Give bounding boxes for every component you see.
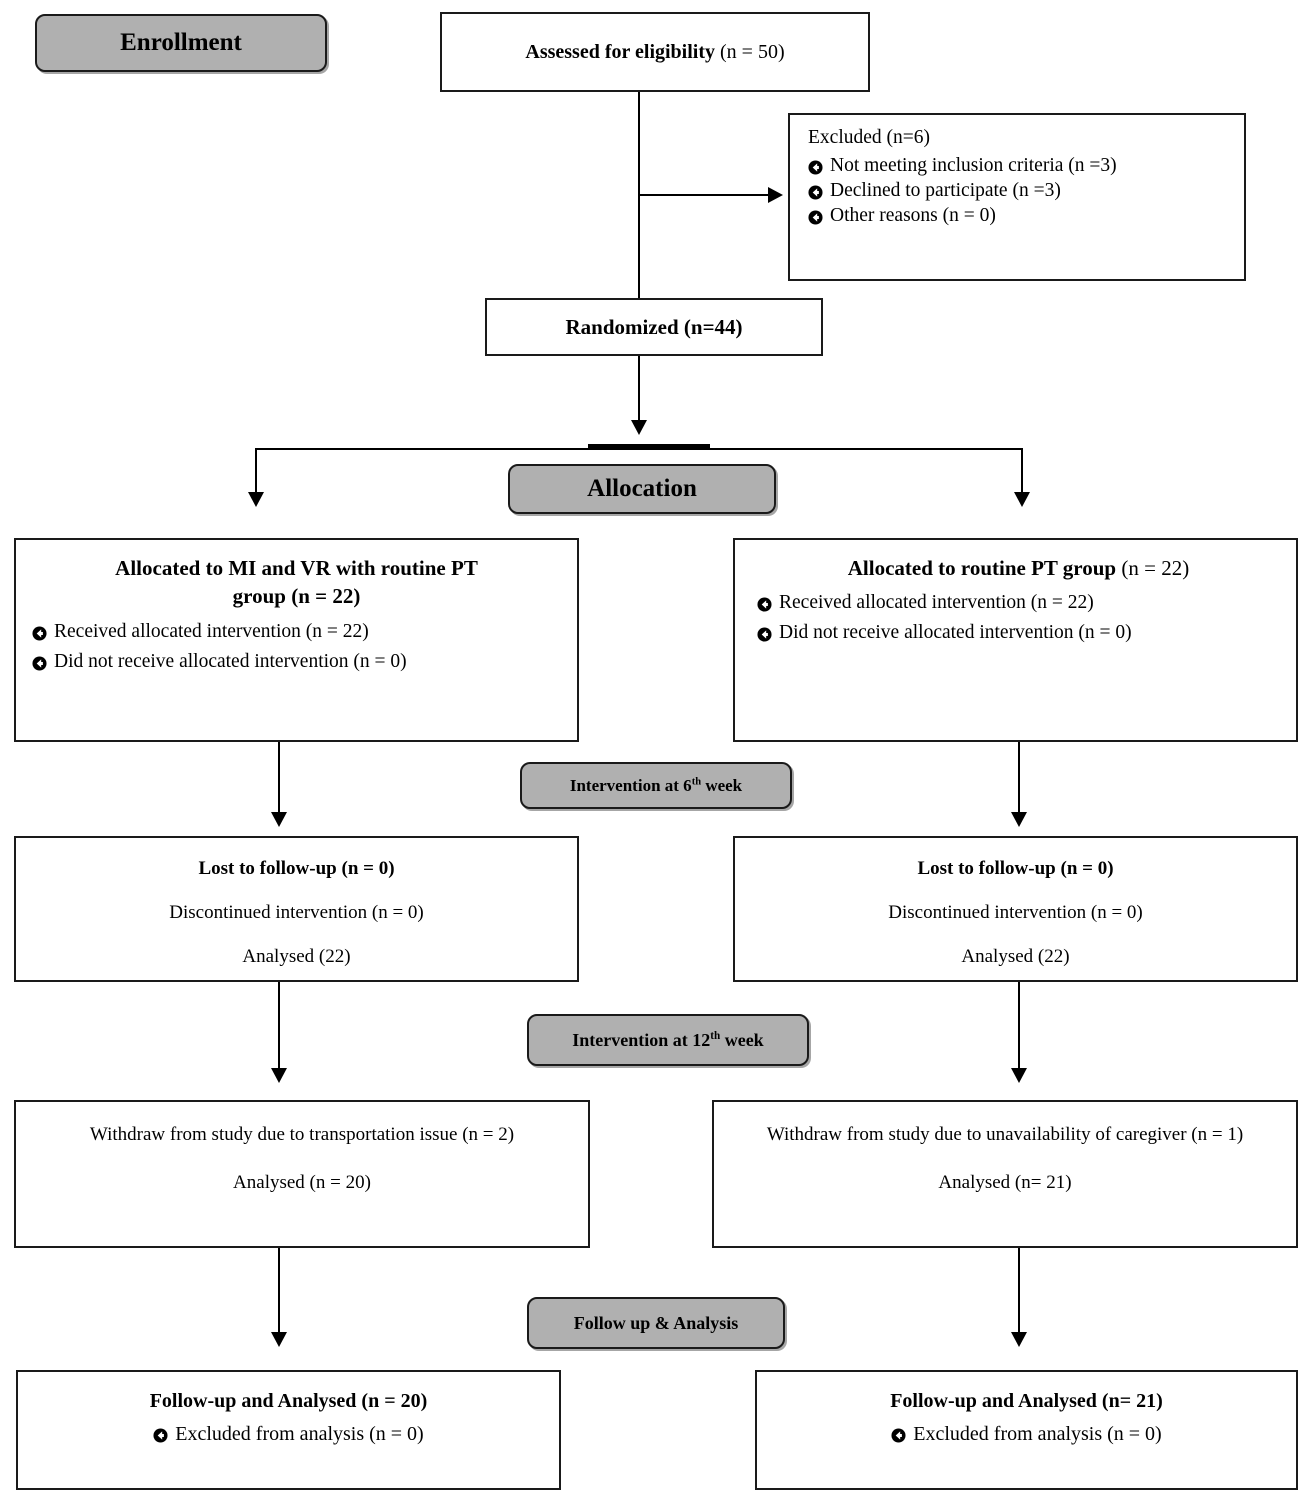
stage-badge-allocation-label: Allocation bbox=[587, 475, 697, 502]
box-lost-followup-right: Lost to follow-up (n = 0) Discontinued i… bbox=[733, 836, 1298, 982]
connector-right-lost-to-withdraw bbox=[1018, 982, 1020, 1074]
final-left-item-label: Excluded from analysis (n = 0) bbox=[175, 1423, 424, 1445]
stage-badge-intervention-12th-week-label: Intervention at 12th week bbox=[572, 1029, 764, 1050]
excluded-item-label: Declined to participate (n =3) bbox=[830, 180, 1061, 201]
allocated-right-item-label: Received allocated intervention (n = 22) bbox=[779, 592, 1094, 614]
lost-left-line: Discontinued intervention (n = 0) bbox=[169, 902, 424, 923]
circle-left-arrow-icon bbox=[32, 626, 47, 641]
randomized-label: Randomized (n=44) bbox=[565, 314, 743, 339]
stage-badge-followup-analysis-label: Follow up & Analysis bbox=[573, 1312, 739, 1333]
circle-left-arrow-icon bbox=[757, 597, 772, 612]
box-allocated-right: Allocated to routine PT group (n = 22) R… bbox=[733, 538, 1298, 742]
lost-right-line: Analysed (22) bbox=[961, 946, 1070, 967]
stage-badge-enrollment: Enrollment bbox=[35, 14, 327, 72]
connector-to-excluded bbox=[638, 194, 770, 196]
arrow-left-alloc-down-icon bbox=[271, 812, 287, 827]
circle-left-arrow-icon bbox=[153, 1428, 168, 1443]
lost-left-heading: Lost to follow-up (n = 0) bbox=[198, 858, 395, 879]
box-allocated-left: Allocated to MI and VR with routine PT g… bbox=[14, 538, 579, 742]
final-left-heading: Follow-up and Analysed (n = 20) bbox=[149, 1390, 428, 1412]
connector-right-withdraw-to-final bbox=[1018, 1248, 1020, 1338]
box-assessed-for-eligibility: Assessed for eligibility (n = 50) bbox=[440, 12, 870, 92]
box-lost-followup-left: Lost to follow-up (n = 0) Discontinued i… bbox=[14, 836, 579, 982]
box-withdraw-right: Withdraw from study due to unavailabilit… bbox=[712, 1100, 1298, 1248]
lost-right-line: Discontinued intervention (n = 0) bbox=[888, 902, 1143, 923]
assessed-normal-text: (n = 50) bbox=[715, 40, 785, 63]
circle-left-arrow-icon bbox=[757, 627, 772, 642]
circle-left-arrow-icon bbox=[32, 656, 47, 671]
arrow-to-excluded-icon bbox=[768, 187, 783, 203]
connector-left-lost-to-withdraw bbox=[278, 982, 280, 1074]
box-excluded: Excluded (n=6) Not meeting inclusion cri… bbox=[788, 113, 1246, 281]
excluded-item: Declined to participate (n =3) bbox=[808, 180, 1234, 202]
excluded-item-label: Other reasons (n = 0) bbox=[830, 205, 996, 226]
final-right-heading: Follow-up and Analysed (n= 21) bbox=[890, 1390, 1163, 1412]
stage-badge-allocation: Allocation bbox=[508, 464, 776, 514]
box-withdraw-left: Withdraw from study due to transportatio… bbox=[14, 1100, 590, 1248]
arrow-allocation-left-icon bbox=[248, 492, 264, 507]
arrow-randomized-down-icon bbox=[631, 420, 647, 435]
stage-badge-intervention-6th-week: Intervention at 6th week bbox=[520, 762, 792, 809]
allocated-left-item: Received allocated intervention (n = 22) bbox=[32, 621, 561, 643]
excluded-item-label: Not meeting inclusion criteria (n =3) bbox=[830, 155, 1117, 176]
connector-right-alloc-to-lost bbox=[1018, 742, 1020, 820]
assessed-bold-text: Assessed for eligibility bbox=[525, 40, 716, 63]
stage-badge-followup-analysis: Follow up & Analysis bbox=[527, 1297, 785, 1349]
withdraw-right-line: Analysed (n= 21) bbox=[938, 1172, 1072, 1193]
allocated-right-heading-bold: Allocated to routine PT group bbox=[847, 556, 1117, 580]
arrow-left-lost-down-icon bbox=[271, 1068, 287, 1083]
arrow-left-withdraw-down-icon bbox=[271, 1332, 287, 1347]
circle-left-arrow-icon bbox=[808, 210, 823, 225]
arrow-allocation-right-icon bbox=[1014, 492, 1030, 507]
box-final-left: Follow-up and Analysed (n = 20) Excluded… bbox=[16, 1370, 561, 1490]
allocated-right-item: Received allocated intervention (n = 22) bbox=[757, 592, 1280, 614]
allocated-right-item: Did not receive allocated intervention (… bbox=[757, 622, 1280, 644]
excluded-item: Other reasons (n = 0) bbox=[808, 205, 1234, 227]
final-right-item-label: Excluded from analysis (n = 0) bbox=[913, 1423, 1162, 1445]
allocated-right-item-label: Did not receive allocated intervention (… bbox=[779, 622, 1132, 644]
connector-split-right bbox=[1021, 448, 1023, 498]
box-final-right: Follow-up and Analysed (n= 21) Excluded … bbox=[755, 1370, 1298, 1490]
lost-right-heading: Lost to follow-up (n = 0) bbox=[917, 858, 1114, 879]
final-right-item: Excluded from analysis (n = 0) bbox=[767, 1423, 1286, 1446]
withdraw-left-line: Withdraw from study due to transportatio… bbox=[89, 1124, 515, 1145]
circle-left-arrow-icon bbox=[808, 185, 823, 200]
arrow-right-alloc-down-icon bbox=[1011, 812, 1027, 827]
excluded-heading: Excluded (n=6) bbox=[808, 127, 930, 148]
box-randomized: Randomized (n=44) bbox=[485, 298, 823, 356]
arrow-right-lost-down-icon bbox=[1011, 1068, 1027, 1083]
allocated-left-item-label: Did not receive allocated intervention (… bbox=[54, 650, 407, 672]
final-left-item: Excluded from analysis (n = 0) bbox=[28, 1423, 549, 1446]
allocated-left-item: Did not receive allocated intervention (… bbox=[32, 651, 561, 673]
allocated-left-heading-line2-normal: (n = 22) bbox=[285, 584, 361, 609]
connector-left-withdraw-to-final bbox=[278, 1248, 280, 1338]
lost-left-line: Analysed (22) bbox=[242, 946, 351, 967]
allocated-left-item-label: Received allocated intervention (n = 22) bbox=[54, 620, 369, 642]
arrow-right-withdraw-down-icon bbox=[1011, 1332, 1027, 1347]
excluded-item: Not meeting inclusion criteria (n =3) bbox=[808, 155, 1234, 177]
stage-badge-enrollment-label: Enrollment bbox=[120, 29, 242, 56]
connector-left-alloc-to-lost bbox=[278, 742, 280, 820]
allocated-left-heading-line1: Allocated to MI and VR with routine PT bbox=[115, 556, 478, 580]
circle-left-arrow-icon bbox=[891, 1428, 906, 1443]
stage-badge-intervention-6th-week-label: Intervention at 6th week bbox=[569, 775, 743, 795]
withdraw-left-line: Analysed (n = 20) bbox=[233, 1172, 371, 1193]
circle-left-arrow-icon bbox=[808, 160, 823, 175]
allocated-left-heading-line2-bold: group bbox=[232, 584, 286, 609]
allocated-right-heading-normal: (n = 22) bbox=[1116, 556, 1190, 580]
stage-badge-intervention-12th-week: Intervention at 12th week bbox=[527, 1014, 809, 1066]
withdraw-right-line: Withdraw from study due to unavailabilit… bbox=[766, 1124, 1244, 1145]
split-bar-center-segment bbox=[588, 444, 710, 450]
connector-randomized-to-split bbox=[638, 356, 640, 428]
connector-split-left bbox=[255, 448, 257, 498]
